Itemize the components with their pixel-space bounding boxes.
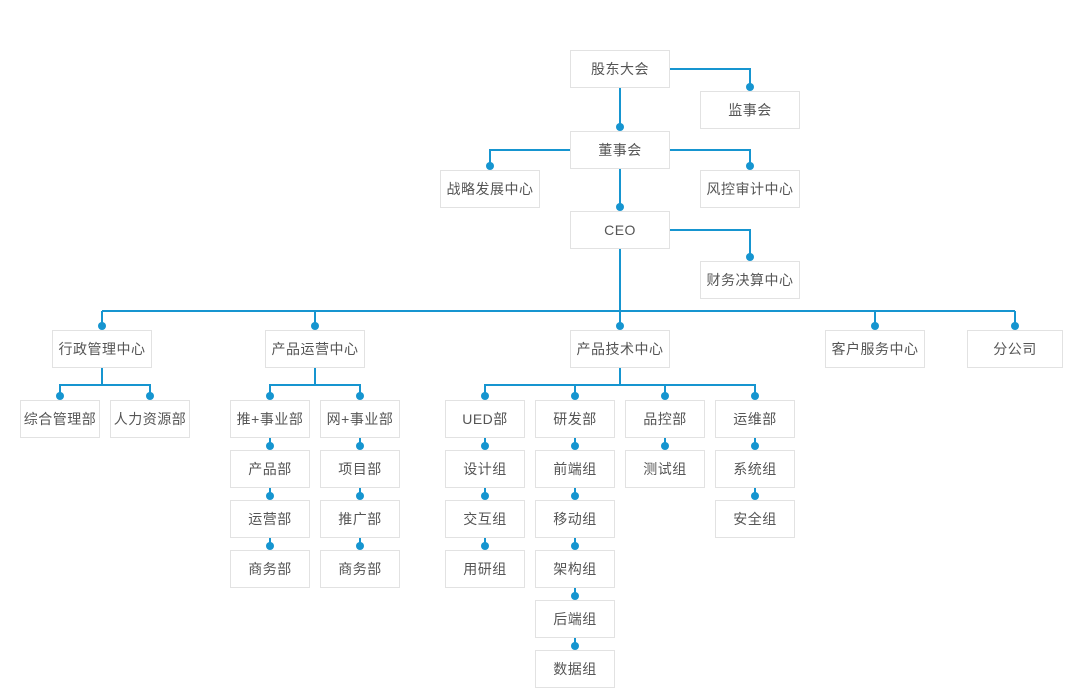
- org-node-testing-group: 测试组: [625, 450, 705, 488]
- connector-line: [670, 68, 751, 87]
- connector-dot: [98, 322, 106, 330]
- connector-dot: [616, 123, 624, 131]
- connector-dot: [266, 442, 274, 450]
- org-node-product-technology-center: 产品技术中心: [570, 330, 670, 368]
- connector-dot: [746, 83, 754, 91]
- org-node-rd-dept: 研发部: [535, 400, 615, 438]
- org-node-frontend-group: 前端组: [535, 450, 615, 488]
- org-node-backend-group: 后端组: [535, 600, 615, 638]
- org-node-promotion-dept: 推广部: [320, 500, 400, 538]
- connector-line: [670, 149, 751, 166]
- connector-line: [489, 149, 570, 166]
- org-node-wang-plus-business-dept: 网+事业部: [320, 400, 400, 438]
- org-node-mobile-group: 移动组: [535, 500, 615, 538]
- org-node-quality-control-dept: 品控部: [625, 400, 705, 438]
- connector-dot: [571, 442, 579, 450]
- connector-dot: [571, 542, 579, 550]
- connector-line: [269, 384, 361, 396]
- connector-dot: [356, 542, 364, 550]
- connector-dot: [481, 392, 489, 400]
- org-node-security-group: 安全组: [715, 500, 795, 538]
- org-node-ops-maintenance-dept: 运维部: [715, 400, 795, 438]
- connector-dot: [481, 442, 489, 450]
- connector-dot: [746, 253, 754, 261]
- connector-dot: [266, 542, 274, 550]
- org-node-hr-dept: 人力资源部: [110, 400, 190, 438]
- org-node-shareholders-meeting: 股东大会: [570, 50, 670, 88]
- org-node-strategy-development-center: 战略发展中心: [440, 170, 540, 208]
- connector-line: [59, 384, 151, 396]
- connector-dot: [746, 162, 754, 170]
- org-node-ceo: CEO: [570, 211, 670, 249]
- org-node-data-group: 数据组: [535, 650, 615, 688]
- connector-dot: [56, 392, 64, 400]
- org-node-product-operation-center: 产品运营中心: [265, 330, 365, 368]
- connector-dot: [871, 322, 879, 330]
- org-node-finance-settlement-center: 财务决算中心: [700, 261, 800, 299]
- org-node-risk-audit-center: 风控审计中心: [700, 170, 800, 208]
- connector-dot: [751, 392, 759, 400]
- org-node-business-dept-2: 商务部: [320, 550, 400, 588]
- connector-dot: [481, 492, 489, 500]
- connector-dot: [616, 322, 624, 330]
- org-node-project-dept: 项目部: [320, 450, 400, 488]
- connector-dot: [571, 392, 579, 400]
- org-node-business-dept-1: 商务部: [230, 550, 310, 588]
- org-node-general-management-dept: 综合管理部: [20, 400, 100, 438]
- connector-dot: [481, 542, 489, 550]
- connector-dot: [266, 492, 274, 500]
- connector-dot: [661, 392, 669, 400]
- connector-dot: [1011, 322, 1019, 330]
- connector-dot: [751, 492, 759, 500]
- connector-dot: [356, 442, 364, 450]
- connector-dot: [571, 642, 579, 650]
- connector-dot: [571, 592, 579, 600]
- org-node-customer-service-center: 客户服务中心: [825, 330, 925, 368]
- org-node-architecture-group: 架构组: [535, 550, 615, 588]
- connector-line: [484, 384, 756, 396]
- org-node-product-dept: 产品部: [230, 450, 310, 488]
- connector-dot: [571, 492, 579, 500]
- org-node-system-group: 系统组: [715, 450, 795, 488]
- org-node-tui-plus-business-dept: 推+事业部: [230, 400, 310, 438]
- connector-dot: [486, 162, 494, 170]
- connector-dot: [661, 442, 669, 450]
- org-node-ued-dept: UED部: [445, 400, 525, 438]
- org-node-branch-company: 分公司: [967, 330, 1063, 368]
- connector-dot: [751, 442, 759, 450]
- org-node-admin-management-center: 行政管理中心: [52, 330, 152, 368]
- org-node-board-of-directors: 董事会: [570, 131, 670, 169]
- connector-line: [670, 229, 751, 257]
- connector-dot: [356, 492, 364, 500]
- connector-dot: [616, 203, 624, 211]
- org-node-interaction-group: 交互组: [445, 500, 525, 538]
- org-node-operation-dept: 运营部: [230, 500, 310, 538]
- org-node-design-group: 设计组: [445, 450, 525, 488]
- connector-dot: [356, 392, 364, 400]
- connector-dot: [266, 392, 274, 400]
- connector-dot: [146, 392, 154, 400]
- org-node-user-research-group: 用研组: [445, 550, 525, 588]
- org-node-supervisory-board: 监事会: [700, 91, 800, 129]
- connector-dot: [311, 322, 319, 330]
